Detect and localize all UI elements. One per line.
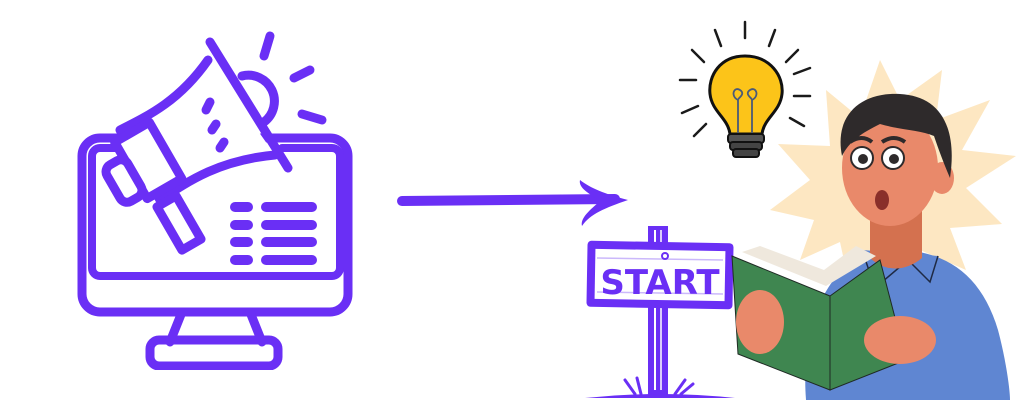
lightbulb [670,18,820,168]
monitor-megaphone-illustration [60,30,360,370]
start-signpost: START [575,222,735,400]
surprised-person-reading [730,60,1024,400]
megaphone-monitor-icon [77,31,353,370]
signpost-icon: START [585,226,735,398]
arrow-right-icon [397,180,628,226]
person-illustration [731,60,1016,400]
lightbulb-icon [678,20,812,158]
right-arrow [390,170,640,230]
signpost-label: START [600,263,720,303]
